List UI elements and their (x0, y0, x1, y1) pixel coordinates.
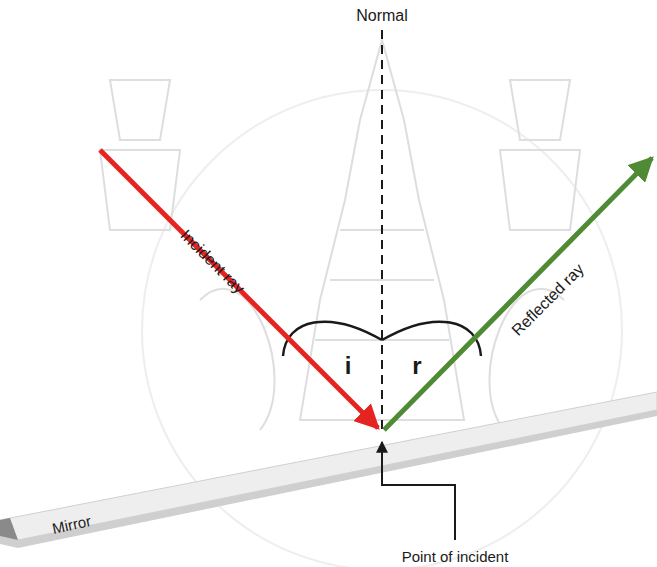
normal-line (381, 30, 383, 432)
reflected-ray-label: Reflected ray (509, 261, 587, 339)
angle-r-label: r (412, 354, 421, 378)
incident-ray (100, 150, 378, 428)
point-leader (382, 442, 455, 540)
angle-r-arc (382, 322, 481, 356)
point-of-incident-label: Point of incident (402, 549, 509, 564)
mirror-slab (0, 392, 657, 548)
normal-label: Normal (356, 8, 408, 24)
angle-i-label: i (345, 354, 352, 378)
reflected-ray (384, 158, 652, 430)
incident-ray-label: Incident ray (177, 227, 247, 297)
